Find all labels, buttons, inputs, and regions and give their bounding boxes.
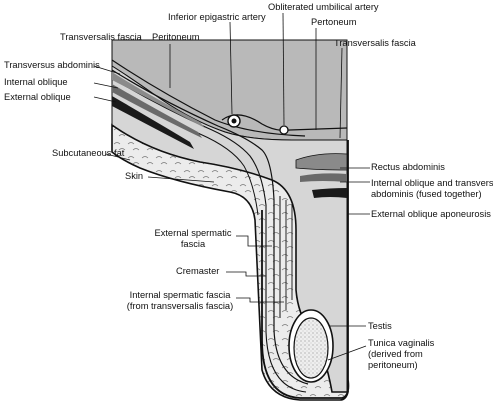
rectus-abdominis-muscle <box>295 153 348 171</box>
inferior-epigastric-artery-lumen <box>231 118 237 124</box>
label-internal-oblique-transversus-line-1: Internal oblique and transversus <box>371 178 493 188</box>
external-oblique-muscle <box>112 96 194 149</box>
label-external-oblique-aponeurosis: External oblique aponeurosis <box>371 209 491 219</box>
leader-external-oblique <box>93 96 117 103</box>
label-transversalis-fascia-left: Transversalis fascia <box>60 32 142 42</box>
label-transversus-abdominis: Transversus abdominis <box>4 60 100 70</box>
internal-oblique-muscle <box>112 84 202 138</box>
label-rectus-abdominis: Rectus abdominis <box>371 162 445 172</box>
leader-internal-oblique <box>93 82 119 89</box>
leader-subcutaneous-fat <box>105 153 131 161</box>
leader-obliterated-umbilical-artery <box>282 12 285 126</box>
label-subcutaneous-fat: Subcutaneous fat <box>52 148 125 158</box>
leader-transversalis-fascia-right <box>339 47 343 139</box>
internal-oblique-transversus-muscle <box>300 173 347 182</box>
label-external-oblique: External oblique <box>4 92 71 102</box>
label-transversalis-fascia-right: Transversalis fascia <box>334 38 416 48</box>
label-peritoneum-top: Peritoneum <box>152 32 200 42</box>
leader-cremaster <box>226 271 266 277</box>
label-external-spermatic-fascia-line-2: fascia <box>180 239 206 249</box>
testis <box>293 317 329 379</box>
leader-internal-spermatic-fascia <box>236 297 284 303</box>
leader-inferior-epigastric-artery <box>229 21 233 115</box>
transversus-abdominis-muscle <box>112 72 205 128</box>
label-pertoneum-right: Pertoneum <box>311 17 357 27</box>
leader-transversus-abdominis <box>93 65 121 75</box>
label-internal-oblique: Internal oblique <box>4 77 68 87</box>
leader-lines <box>93 12 370 361</box>
label-internal-spermatic-fascia-line-1: Internal spermatic fascia <box>129 290 231 300</box>
label-obliterated-umbilical-artery: Obliterated umbilical artery <box>268 2 379 12</box>
label-testis: Testis <box>368 321 392 331</box>
leader-tunica-vaginalis <box>327 345 367 361</box>
label-internal-spermatic-fascia: Internal spermatic fascia (from transver… <box>124 290 236 312</box>
fascia-layers <box>111 59 309 393</box>
label-external-spermatic-fascia: External spermatic fascia <box>150 228 236 250</box>
leader-external-spermatic-fascia <box>236 235 272 247</box>
scrotum-outline <box>261 140 350 399</box>
external-oblique-aponeurosis-band <box>312 188 347 198</box>
label-internal-oblique-transversus: Internal oblique and transversus abdomin… <box>371 178 493 200</box>
obliterated-umbilical-artery-vessel <box>279 125 289 135</box>
label-skin: Skin <box>125 171 144 181</box>
leader-skin <box>147 176 215 183</box>
label-tunica-vaginalis-line-1: Tunica vaginalis <box>368 338 435 348</box>
label-inferior-epigastric-artery: Inferior epigastric artery <box>168 12 266 22</box>
label-cremaster: Cremaster <box>176 266 220 276</box>
label-tunica-vaginalis-line-3: peritoneum) <box>368 360 418 370</box>
label-tunica-vaginalis-line-2: (derived from <box>368 349 423 359</box>
label-internal-oblique-transversus-line-2: abdominis (fused together) <box>371 189 482 199</box>
label-external-spermatic-fascia-line-1: External spermatic <box>154 228 232 238</box>
subcutaneous-fat-layer <box>111 123 350 401</box>
label-tunica-vaginalis: Tunica vaginalis (derived from peritoneu… <box>368 338 434 371</box>
label-internal-spermatic-fascia-line-2: (from transversalis fascia) <box>126 301 234 311</box>
